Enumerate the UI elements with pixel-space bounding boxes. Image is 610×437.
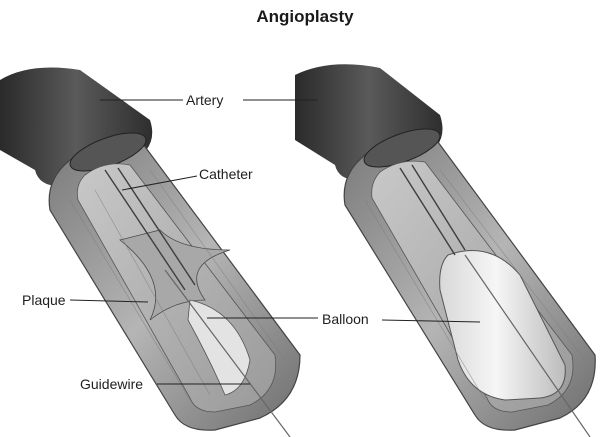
left-artery: [0, 68, 300, 437]
catheter-label: Catheter: [197, 166, 255, 182]
artery-label: Artery: [184, 92, 225, 108]
balloon-label: Balloon: [320, 311, 371, 327]
plaque-label: Plaque: [20, 292, 68, 308]
right-artery: [295, 64, 595, 437]
guidewire-label: Guidewire: [78, 376, 145, 392]
